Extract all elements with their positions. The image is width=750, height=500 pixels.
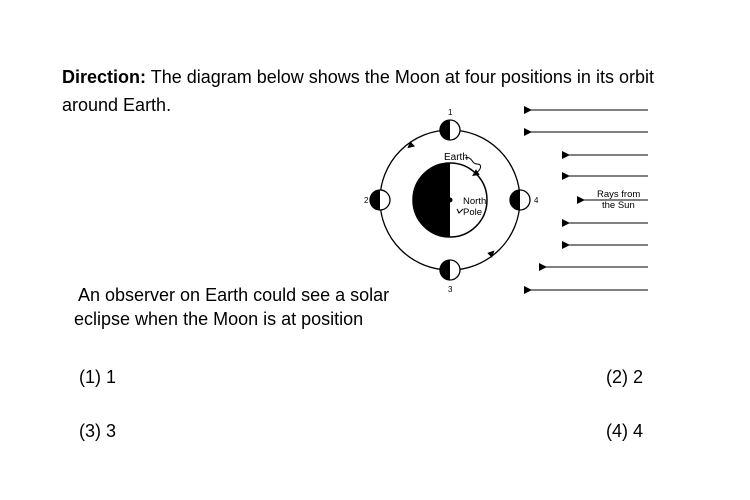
north-pole-label-line2: Pole <box>463 207 482 218</box>
option-2[interactable]: (2) 2 <box>606 367 644 387</box>
moon-position-1 <box>439 119 461 141</box>
position-2-label: 2 <box>364 196 369 205</box>
direction-text: The diagram below shows the Moon at four… <box>62 67 654 115</box>
option-1[interactable]: (1) 1 <box>79 367 117 387</box>
question-text: An observer on Earth could see a solar e… <box>74 283 438 331</box>
north-pole-pointer <box>456 208 464 214</box>
question-line-1: An observer on Earth could see a solar <box>78 285 390 305</box>
direction-paragraph: Direction: The diagram below shows the M… <box>62 63 702 119</box>
earth-label: Earth <box>444 152 468 163</box>
position-3-label: 3 <box>448 285 453 294</box>
direction-label: Direction: <box>62 67 147 87</box>
sun-rays-label-line2: the Sun <box>602 200 635 211</box>
moon-position-3 <box>439 259 461 281</box>
earth-rotation-arrow <box>464 157 482 176</box>
north-pole-label-line1: North <box>463 196 486 207</box>
sun-rays-label-line1: Rays from <box>597 189 640 200</box>
option-4[interactable]: (4) 4 <box>606 421 644 441</box>
moon-position-2 <box>369 189 391 211</box>
question-line-2: eclipse when the Moon is at position <box>74 309 364 329</box>
earth <box>412 162 488 238</box>
position-1-label: 1 <box>448 108 453 117</box>
sun-rays <box>524 106 648 294</box>
moon-orbit-diagram: Earth North Pole 1 2 3 4 Rays from the S… <box>364 106 648 294</box>
moon-position-4 <box>509 189 531 211</box>
position-4-label: 4 <box>534 196 539 205</box>
option-3[interactable]: (3) 3 <box>79 421 117 441</box>
